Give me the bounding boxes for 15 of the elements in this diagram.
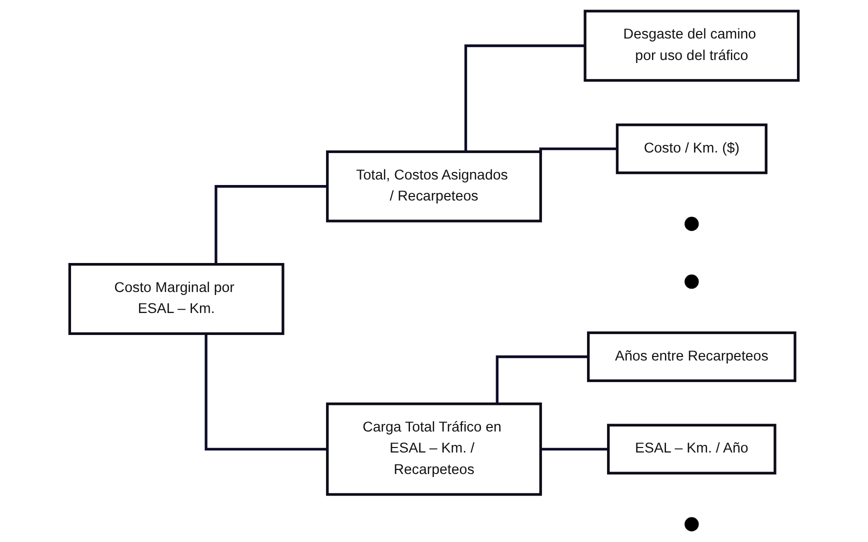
connector (204, 334, 328, 450)
node-box: ESAL – Km. / Año (607, 424, 776, 474)
node-box: Costo / Km. ($) (616, 124, 768, 174)
connector (214, 185, 328, 264)
node-circle (684, 517, 699, 532)
node-box: Años entre Recarpeteos (587, 331, 796, 382)
node-circle (684, 216, 699, 232)
node-circle (684, 274, 699, 289)
node-box: Total, Costos Asignados / Recarpeteos (326, 150, 542, 222)
connector (539, 448, 608, 450)
node-box: Costo Marginal por ESAL – Km. (68, 263, 284, 335)
connector (496, 355, 588, 404)
connector (464, 44, 586, 152)
node-box: Desgaste del camino por uso del tráfico (584, 10, 800, 82)
node-box: Carga Total Tráfico en ESAL – Km. / Recarpeteos (326, 402, 542, 496)
